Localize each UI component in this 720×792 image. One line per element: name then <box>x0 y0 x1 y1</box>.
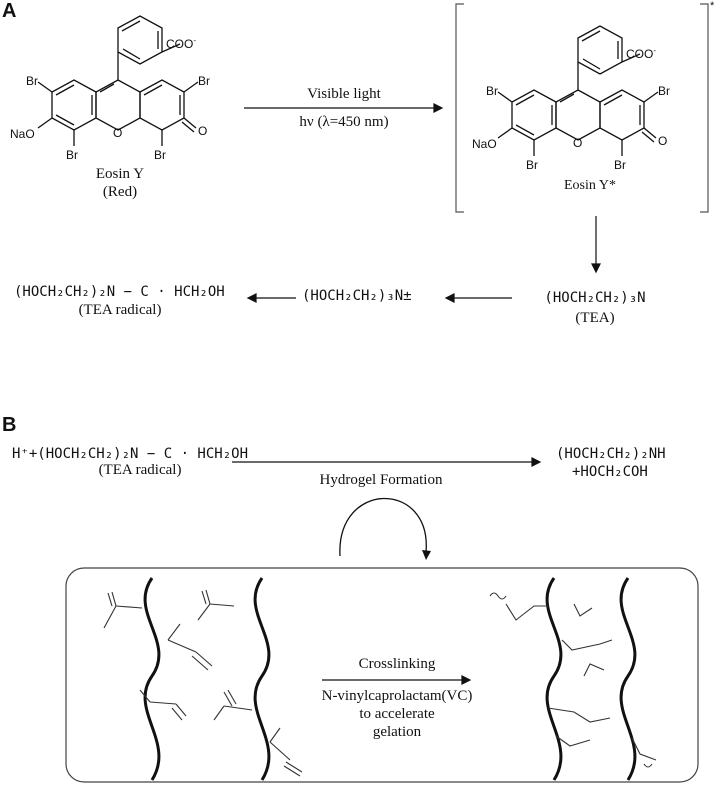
br-label-left-3: Br <box>66 148 78 162</box>
coo-label-left: COO- <box>166 36 197 51</box>
eosin-y-structure <box>37 15 199 146</box>
nao-label-right: NaO <box>472 137 497 151</box>
panel-b-product-2: +HOCH₂COH <box>572 464 648 480</box>
o-ring-label-left: O <box>113 126 123 140</box>
br-label-right-4: Br <box>614 158 626 172</box>
o-ring-label-right: O <box>573 136 583 150</box>
tea-cation-formula: (HOCH₂CH₂)₃N± <box>302 288 412 304</box>
br-label-right-1: Br <box>486 84 498 98</box>
curved-arrow-head <box>422 550 431 560</box>
crosslinking-label: Crosslinking <box>358 656 436 672</box>
br-label-right-3: Br <box>526 158 538 172</box>
excited-state-mark: * <box>710 0 715 12</box>
vc-label-2: to accelerate <box>359 706 435 722</box>
arrow-label-visible-light: Visible light <box>307 86 381 102</box>
panel-b-product-1: (HOCH₂CH₂)₂NH <box>556 446 666 462</box>
hydrogel-curved-arrow <box>339 497 427 557</box>
polymer-chains-right <box>545 577 637 781</box>
reaction-arrows <box>232 103 601 685</box>
panel-b-label: B <box>2 414 17 436</box>
br-label-left-2: Br <box>198 74 210 88</box>
o-keto-label-left: O <box>198 124 208 138</box>
tea-radical-formula: (HOCH₂CH₂)₂N − C · HCH₂OH <box>14 284 225 300</box>
nao-label-left: NaO <box>10 127 35 141</box>
br-label-left-4: Br <box>154 148 166 162</box>
tea-radical-label: (TEA radical) <box>78 302 162 318</box>
crosslinks-right <box>489 592 657 768</box>
panel-b-reactant: H⁺+(HOCH₂CH₂)₂N − C · HCH₂OH <box>12 446 249 462</box>
arrow-label-wavelength: hν (λ=450 nm) <box>299 114 389 130</box>
br-label-left-1: Br <box>26 74 38 88</box>
hydrogel-formation-label: Hydrogel Formation <box>319 472 443 488</box>
panel-b-reactant-label: (TEA radical) <box>98 462 182 478</box>
tea-label: (TEA) <box>575 310 615 326</box>
polymer-chains-left <box>143 577 271 781</box>
eosin-y-star-structure <box>497 25 659 156</box>
excited-state-brackets <box>455 3 709 213</box>
coo-label-right: COO- <box>626 46 657 61</box>
br-label-right-2: Br <box>658 84 670 98</box>
eosin-y-color: (Red) <box>102 184 138 200</box>
crosslink-box <box>65 567 699 783</box>
panel-a-label: A <box>2 0 17 22</box>
eosin-y-name: Eosin Y <box>95 166 145 182</box>
o-keto-label-right: O <box>658 134 668 148</box>
vc-label-1: N-vinylcaprolactam(VC) <box>321 688 473 704</box>
eosin-y-star-name: Eosin Y* <box>564 178 616 193</box>
vc-label-3: gelation <box>372 724 422 740</box>
vinyl-groups-left <box>103 589 303 777</box>
tea-formula: (HOCH₂CH₂)₃N <box>544 290 646 306</box>
